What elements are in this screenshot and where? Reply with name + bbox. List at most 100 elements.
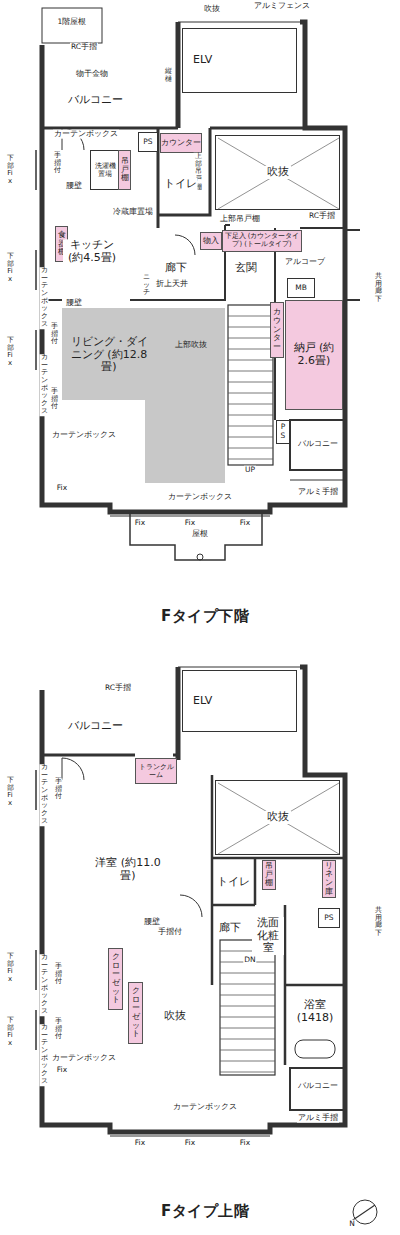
plan-note: N <box>348 1220 356 1229</box>
plan-note: ニッチ <box>142 274 151 297</box>
wall <box>42 225 230 300</box>
plan-note: Fix <box>134 519 146 528</box>
room-name: 廊下 <box>218 922 242 935</box>
plan-note: カーテンボックス <box>167 493 233 502</box>
plan-note: Fix <box>56 1066 68 1075</box>
plan-note: 下部Fix <box>6 1017 15 1048</box>
room-box: MB <box>287 278 315 298</box>
room-name: バルコニー <box>67 94 124 107</box>
plan-note: 下部Fix <box>6 777 15 808</box>
room-name: 洋室 (約11.0畳) <box>92 857 164 882</box>
storage-box: クローゼット <box>128 982 143 1044</box>
plan-note: 手摺付 <box>157 928 183 937</box>
storage-label: トランクルーム <box>137 763 175 779</box>
room-box: PS <box>276 420 290 444</box>
room-box: ELV <box>182 28 297 93</box>
stair-step <box>220 1050 275 1051</box>
room-box: 吹抜 <box>215 780 340 855</box>
room-name: キッチン (約4.5畳) <box>63 239 121 264</box>
box-label: 吹抜 <box>265 811 291 824</box>
stair-step <box>220 1017 275 1018</box>
room-name: 廊下 <box>164 262 188 275</box>
storage-box: 下足入 (カウンタータイプ) (トールタイプ) <box>222 230 302 252</box>
storage-label: 吊戸棚 <box>121 157 129 183</box>
wall <box>42 754 178 757</box>
storage-label: リネン庫 <box>325 862 333 897</box>
window <box>110 516 270 517</box>
plan-note: カーテンボックス <box>53 130 119 139</box>
stair-step <box>228 349 273 350</box>
room-name: トイレ <box>163 178 198 191</box>
plan-note: カーテンボックス <box>40 267 49 329</box>
stair-step <box>220 1006 275 1007</box>
plan-note: 腰壁 <box>65 182 83 191</box>
plan-note: 下部Fix <box>6 155 15 186</box>
box-label: 吹抜 <box>265 166 291 179</box>
plan-note: カーテンボックス <box>51 431 117 440</box>
room-box: PS <box>318 908 340 928</box>
storage-box: トランクルーム <box>135 758 177 784</box>
roof <box>130 512 262 560</box>
door-swing <box>180 895 202 917</box>
room-name: 洗面化粧室 <box>252 917 284 955</box>
plan-note: カーテンボックス <box>172 1103 238 1112</box>
plan-note: バルコニー <box>297 1082 339 1091</box>
plan-note: アルミ手摺 <box>297 488 339 497</box>
wall <box>212 775 345 1065</box>
node-shape <box>62 308 225 483</box>
plan-note: 共用廊下 <box>374 273 383 304</box>
stair-step <box>220 973 275 974</box>
plan-note: 手摺付 <box>54 963 63 986</box>
drain <box>197 554 203 560</box>
storage-label: 納戸 (約2.6畳) <box>292 342 336 367</box>
box-label: ELV <box>193 54 212 67</box>
stair-step <box>228 360 273 361</box>
room-box: 吹抜 <box>215 135 340 210</box>
stair-step <box>228 371 273 372</box>
door-swing <box>62 758 84 780</box>
storage-label: クローゼット <box>132 987 140 1039</box>
plan-note: 下部Fix <box>6 253 15 284</box>
plan-note: バルコニー <box>297 440 339 449</box>
plan-note: 手摺付 <box>54 1018 63 1041</box>
stair-step <box>228 393 273 394</box>
plan-note: DN <box>243 956 256 965</box>
plan-note: カーテンボックス <box>40 954 49 1016</box>
window <box>110 1136 270 1137</box>
plan-caption: Fタイプ上階 <box>160 1203 250 1220</box>
room-box: PS <box>138 132 158 152</box>
storage-label: クローゼット <box>112 953 120 1005</box>
fence <box>178 667 300 668</box>
balcony-wall <box>290 1068 345 1110</box>
storage-box: カウンター <box>160 133 202 153</box>
plan-note: カーテンボックス <box>40 354 49 416</box>
stair-step <box>220 1072 275 1073</box>
storage-label: 物入 <box>203 237 219 246</box>
stair-step <box>228 338 273 339</box>
box-label: PS <box>279 423 287 440</box>
plan-note: 下部Fix <box>6 953 15 984</box>
void-cross <box>218 138 339 209</box>
wall <box>275 228 360 420</box>
stair-step <box>220 1028 275 1029</box>
lower-walls <box>36 8 360 560</box>
door-swing <box>175 235 195 255</box>
outer-wall <box>42 22 345 512</box>
plan-note: 共用廊下 <box>374 907 383 938</box>
room-name: トイレ <box>216 876 251 889</box>
plan-note: Fix <box>239 1139 251 1148</box>
room-name: 浴室 (1418) <box>294 999 336 1024</box>
rail <box>290 480 345 481</box>
wall <box>176 22 181 128</box>
room-note: 上部吹抜 <box>162 340 220 349</box>
stair-step <box>228 415 273 416</box>
stair-step <box>220 984 275 985</box>
roof-outline <box>42 8 102 43</box>
stair-step <box>228 382 273 383</box>
plan-note: 手摺付 <box>50 323 59 346</box>
box-label: PS <box>143 138 152 147</box>
window <box>35 770 37 1050</box>
storage-label: カウンター <box>273 308 281 351</box>
storage-box: 吊戸棚 <box>118 150 131 190</box>
plan-note: 手摺付 <box>54 778 63 801</box>
